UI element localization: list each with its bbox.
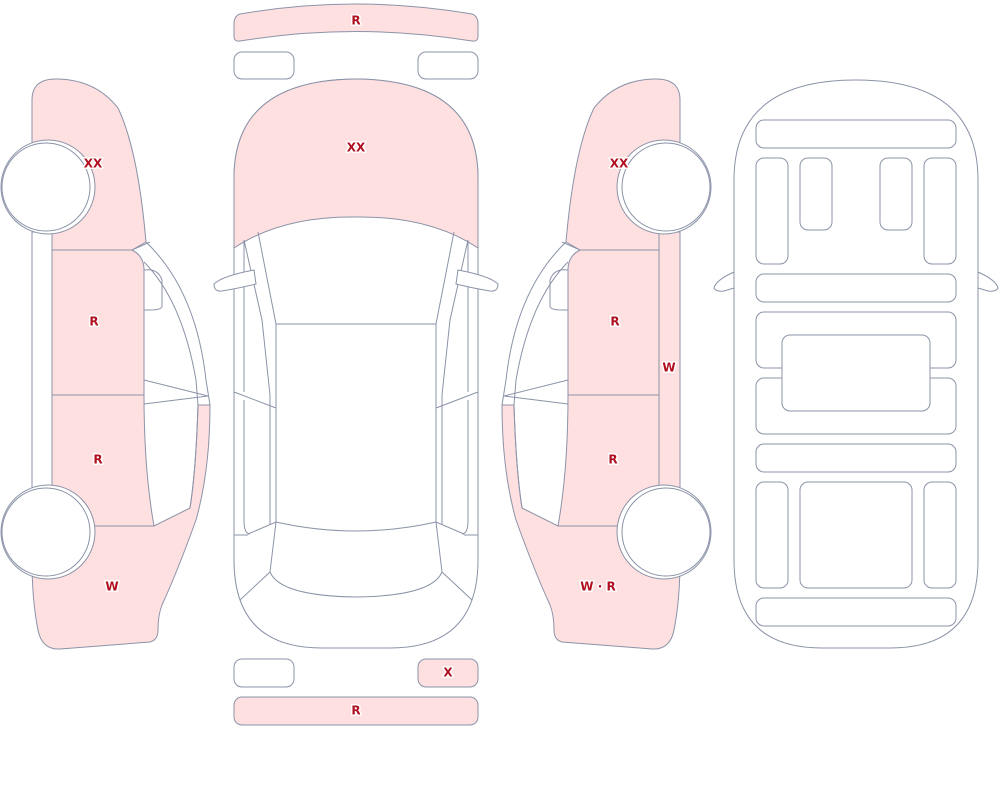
rear-bumper-mark: R	[351, 704, 360, 718]
rear-left-panel	[755, 481, 789, 589]
left-side-view: XX R R W	[0, 78, 211, 650]
right-quarter-panel-mark: W · R	[580, 580, 615, 594]
front-left-lamp[interactable]	[233, 51, 295, 80]
hood-mark: XX	[347, 141, 366, 155]
left-mirror[interactable]	[213, 269, 257, 292]
right-front-wheel	[621, 142, 711, 232]
left-front-door-mark: R	[89, 315, 98, 329]
left-front-fender-mark: XX	[84, 157, 103, 171]
hood-panel[interactable]	[233, 78, 479, 249]
windshield-outline	[257, 231, 455, 325]
right-front-door-mark: R	[610, 315, 619, 329]
top-view: R XX X R	[213, 3, 499, 726]
rear-left-lamp[interactable]	[233, 658, 295, 688]
front-right-seat	[879, 157, 913, 231]
right-sill-mark: W	[662, 361, 675, 375]
left-front-door-panel[interactable]	[51, 249, 145, 396]
front-right-pillar-panel	[923, 157, 957, 265]
right-rear-wheel	[621, 487, 711, 577]
right-side-view: XX R W R W · R	[501, 78, 712, 650]
right-mirror[interactable]	[455, 269, 499, 292]
trunk-floor-panel	[799, 481, 913, 589]
right-front-fender-mark: XX	[610, 157, 629, 171]
dash-panel	[755, 119, 957, 149]
underbody-left-mirror	[713, 271, 735, 292]
rear-bumper-panel[interactable]	[233, 696, 479, 726]
left-rear-door-mark: R	[93, 453, 102, 467]
underbody-right-mirror	[977, 271, 999, 292]
left-quarter-panel-mark: W	[105, 580, 118, 594]
rear-glass-outline	[269, 521, 443, 598]
left-front-wheel	[1, 142, 91, 232]
rear-end-panel	[755, 597, 957, 627]
right-front-door-panel[interactable]	[567, 249, 660, 396]
front-bumper-mark: R	[351, 14, 360, 28]
front-bumper-panel[interactable]	[233, 3, 479, 42]
left-rear-wheel	[1, 487, 91, 577]
rear-right-panel	[923, 481, 957, 589]
rear-crossmember	[755, 443, 957, 473]
center-tunnel-panel	[781, 334, 931, 412]
front-left-pillar-panel	[755, 157, 789, 265]
right-rear-door-mark: R	[608, 453, 617, 467]
front-crossmember	[755, 273, 957, 303]
rear-right-lamp[interactable]	[417, 658, 479, 688]
front-left-seat	[799, 157, 833, 231]
front-right-lamp[interactable]	[417, 51, 479, 80]
rear-right-lamp-mark: X	[443, 666, 453, 680]
underbody-view	[713, 79, 999, 649]
